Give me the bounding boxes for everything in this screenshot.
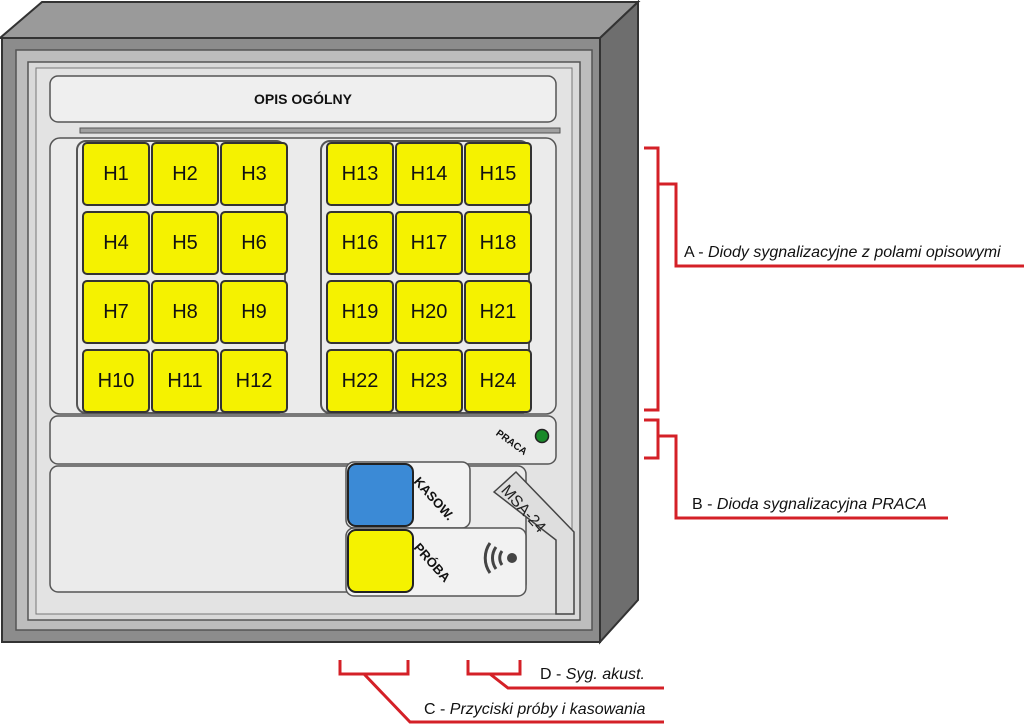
indicator-h21: H21 — [464, 280, 532, 344]
indicator-h12: H12 — [220, 349, 288, 413]
callout-c-letter: C - — [424, 701, 450, 718]
indicator-h24: H24 — [464, 349, 532, 413]
callout-b-text: Dioda sygnalizacyjna PRACA — [716, 496, 927, 513]
indicator-h20: H20 — [395, 280, 463, 344]
indicator-h6: H6 — [220, 211, 288, 275]
callout-d: D - Syg. akust. — [540, 666, 645, 684]
callout-a-letter: A - — [684, 244, 709, 261]
reset-button — [347, 463, 414, 527]
housing-side — [599, 0, 639, 645]
indicator-h5: H5 — [151, 211, 219, 275]
praca-led — [534, 428, 550, 444]
callout-b-leader — [658, 434, 948, 520]
indicator-h1: H1 — [82, 142, 150, 206]
title-field — [49, 75, 557, 123]
indicator-h11: H11 — [151, 349, 219, 413]
model-plate — [492, 470, 575, 615]
indicator-h10: H10 — [82, 349, 150, 413]
callout-d-text: Syg. akust. — [565, 666, 645, 683]
indicator-h2: H2 — [151, 142, 219, 206]
callout-c-bracket — [338, 660, 410, 676]
indicator-h13: H13 — [326, 142, 394, 206]
callout-a-leader — [658, 182, 1024, 268]
indicator-h15: H15 — [464, 142, 532, 206]
indicator-h19: H19 — [326, 280, 394, 344]
indicator-h7: H7 — [82, 280, 150, 344]
indicator-h14: H14 — [395, 142, 463, 206]
indicator-h3: H3 — [220, 142, 288, 206]
callout-b: B - Dioda sygnalizacyjna PRACA — [692, 496, 927, 514]
praca-strip — [49, 415, 557, 465]
title-rail — [79, 127, 561, 134]
indicator-h17: H17 — [395, 211, 463, 275]
housing-top — [0, 0, 641, 39]
callout-a-bracket — [644, 146, 660, 412]
speaker-icon — [483, 542, 517, 574]
callout-b-bracket — [644, 418, 660, 460]
callout-d-leader — [489, 672, 664, 690]
indicator-h23: H23 — [395, 349, 463, 413]
callout-c: C - Przyciski próby i kasowania — [424, 701, 645, 719]
indicator-h18: H18 — [464, 211, 532, 275]
callout-c-leader — [362, 672, 664, 724]
callout-c-text: Przyciski próby i kasowania — [449, 701, 646, 718]
indicator-h16: H16 — [326, 211, 394, 275]
callout-b-letter: B - — [692, 496, 717, 513]
callout-a: A - Diody sygnalizacyjne z polami opisow… — [684, 244, 1001, 262]
device-title: OPIS OGÓLNY — [253, 91, 352, 107]
indicator-h22: H22 — [326, 349, 394, 413]
indicator-h4: H4 — [82, 211, 150, 275]
callout-lines — [338, 146, 1024, 724]
callout-d-bracket — [466, 660, 522, 676]
indicator-h8: H8 — [151, 280, 219, 344]
callout-a-text: Diody sygnalizacyjne z polami opisowymi — [708, 244, 1001, 261]
test-button — [347, 529, 414, 593]
callout-d-letter: D - — [540, 666, 566, 683]
indicator-h9: H9 — [220, 280, 288, 344]
